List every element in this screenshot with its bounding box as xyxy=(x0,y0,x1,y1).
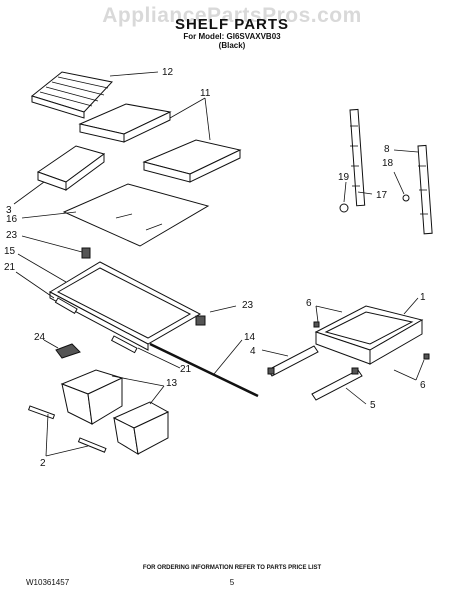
part-2-slide-left[interactable] xyxy=(27,405,56,420)
part-6-clip-a[interactable] xyxy=(313,321,320,328)
callout-18: 18 xyxy=(382,158,394,169)
callout-3: 3 xyxy=(6,205,12,216)
callout-13: 13 xyxy=(166,378,178,389)
callout-17: 17 xyxy=(376,190,388,201)
part-23-clip-left[interactable] xyxy=(81,247,91,259)
callout-15: 15 xyxy=(4,246,16,257)
part-11-shelf-lower[interactable] xyxy=(142,139,242,183)
ordering-note: FOR ORDERING INFORMATION REFER TO PARTS … xyxy=(142,565,322,571)
part-1-door-shelf[interactable] xyxy=(314,305,424,365)
page-title: SHELF PARTS xyxy=(174,16,290,33)
callout-5: 5 xyxy=(370,400,376,411)
callout-11: 11 xyxy=(200,88,211,99)
part-17-ladder-rail[interactable] xyxy=(349,108,366,207)
callout-14: 14 xyxy=(244,332,256,343)
callout-8: 8 xyxy=(384,144,390,155)
part-24-stop[interactable] xyxy=(55,343,81,359)
callout-21-left: 21 xyxy=(4,262,16,273)
part-13-crisper-right[interactable] xyxy=(112,401,170,455)
callout-23-right: 23 xyxy=(242,300,254,311)
model-number: For Model: GI6SVAXVB03 xyxy=(183,32,281,41)
callout-2: 2 xyxy=(40,458,46,469)
part-21-track-right[interactable] xyxy=(110,335,138,354)
color-variant: (Black) xyxy=(218,41,246,50)
part-12-wire-rack[interactable] xyxy=(30,71,113,119)
callout-21-right: 21 xyxy=(180,364,192,375)
callout-6-bottom: 6 xyxy=(420,380,426,391)
part-8-ladder-rail[interactable] xyxy=(417,144,433,235)
callout-23-left: 23 xyxy=(6,230,18,241)
part-14-rod[interactable] xyxy=(149,342,259,398)
callout-6-top: 6 xyxy=(306,298,312,309)
part-21-track-left[interactable] xyxy=(54,297,78,315)
part-13-crisper-left[interactable] xyxy=(60,369,124,425)
callout-1: 1 xyxy=(420,292,426,303)
callout-4: 4 xyxy=(250,346,256,357)
callout-19: 19 xyxy=(338,172,350,183)
part-18-screw[interactable] xyxy=(402,194,410,202)
callout-24: 24 xyxy=(34,332,46,343)
part-11-shelf-upper[interactable] xyxy=(78,103,172,143)
callout-16: 16 xyxy=(6,214,18,225)
part-15-shelf-frame[interactable] xyxy=(48,261,202,351)
part-5-door-bar[interactable] xyxy=(311,367,363,401)
part-4-door-bar[interactable] xyxy=(267,345,319,377)
page-number: 5 xyxy=(229,578,235,587)
document-number: W10361457 xyxy=(26,578,70,587)
part-6-clip-b[interactable] xyxy=(423,353,430,360)
part-2-slide-right[interactable] xyxy=(77,437,107,453)
watermark: AppliancePartsPros.com xyxy=(102,4,362,27)
part-16-glass-panel[interactable] xyxy=(62,183,210,247)
part-3-pan[interactable] xyxy=(36,145,106,191)
part-19-screw[interactable] xyxy=(339,203,349,213)
callout-12: 12 xyxy=(162,67,174,78)
part-23-clip-right[interactable] xyxy=(195,315,206,326)
